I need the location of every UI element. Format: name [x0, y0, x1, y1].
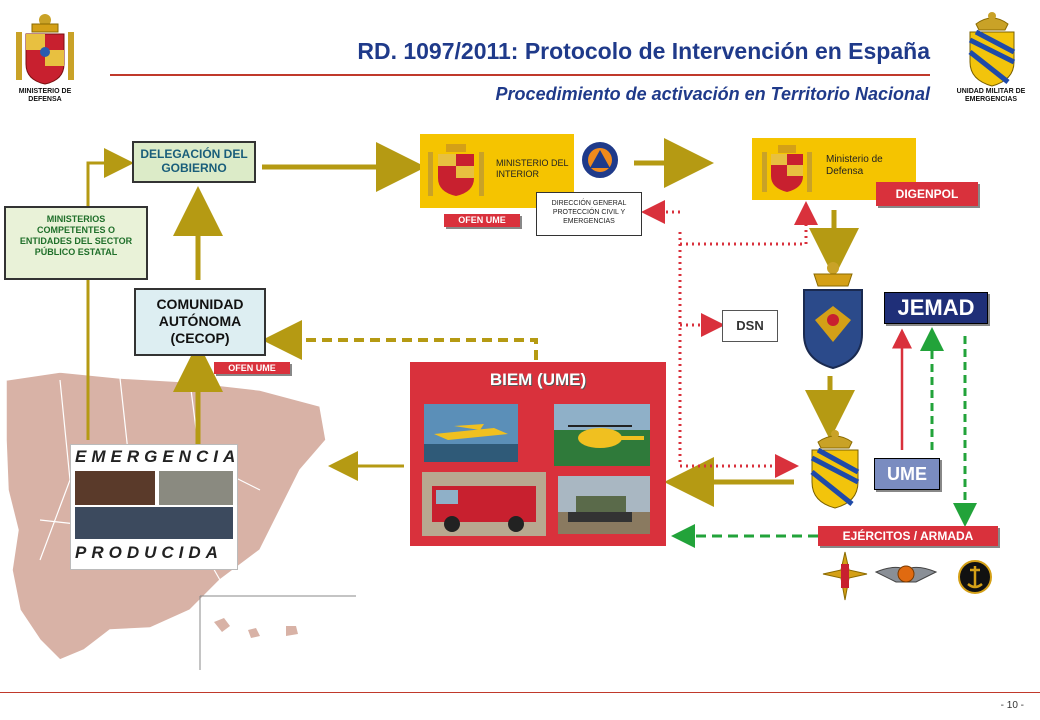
- footer-divider: [0, 692, 1040, 693]
- page-number: - 10 -: [1000, 700, 1024, 711]
- escudo-espana-icon: [428, 144, 484, 196]
- page-subtitle: Procedimiento de activación en Territori…: [495, 84, 930, 104]
- helicoptero-photo: [554, 404, 650, 466]
- ejercito-aire-icon: [874, 565, 938, 583]
- emad-emblem-icon: [803, 262, 863, 370]
- delegacion-gobierno-box: DELEGACIÓN DEL GOBIERNO: [132, 141, 256, 183]
- interior-logo-text: MINISTERIO DEL INTERIOR: [496, 158, 569, 179]
- ministerio-defensa-logo: [16, 14, 74, 85]
- armada-icon: [958, 560, 992, 594]
- jemad-label: JEMAD: [884, 292, 988, 324]
- producida-text: PRODUCIDA: [75, 543, 223, 562]
- ministerios-competentes-box: MINISTERIOS COMPETENTES O ENTIDADES DEL …: [4, 206, 148, 280]
- emergencia-photo-rescue: [75, 507, 233, 539]
- emergencia-producida-panel: EMERGENCIA PRODUCIDA: [70, 444, 238, 570]
- page-title: RD. 1097/2011: Protocolo de Intervención…: [357, 38, 930, 64]
- hidroavion-photo: [424, 404, 518, 462]
- ume-caption: UNIDAD MILITAR DE EMERGENCIAS: [956, 88, 1026, 103]
- emergencia-photo-flood: [159, 471, 233, 505]
- ume-shield-logo: [968, 12, 1016, 87]
- ume-label: UME: [874, 458, 940, 490]
- dsn-box: DSN: [722, 310, 778, 342]
- excavadora-photo: [558, 476, 650, 534]
- escudo-espana-icon: [762, 145, 812, 192]
- ministerio-defensa-banner: Ministerio de Defensa: [752, 138, 916, 200]
- biem-title: BIEM (UME): [489, 370, 587, 389]
- dg-proteccion-civil-box: DIRECCIÓN GENERAL PROTECCIÓN CIVIL Y EME…: [536, 192, 642, 236]
- emergencia-text: EMERGENCIA: [75, 447, 241, 466]
- defensa-logo-text: Ministerio de Defensa: [826, 154, 883, 177]
- digenpol-label: DIGENPOL: [876, 182, 978, 206]
- ejercitos-armada-label: EJÉRCITOS / ARMADA: [818, 526, 998, 546]
- ofen-ume-interior-label: OFEN UME: [444, 214, 520, 227]
- ejercito-tierra-icon: [822, 551, 868, 601]
- camion-bomberos-photo: [422, 472, 546, 536]
- ofen-ume-comunidad-label: OFEN UME: [214, 362, 290, 374]
- ume-shield-icon: [810, 430, 860, 509]
- proteccion-civil-icon: [580, 140, 620, 180]
- biem-ume-panel: BIEM (UME): [410, 362, 666, 546]
- ministerio-defensa-caption: MINISTERIO DE DEFENSA: [18, 88, 72, 103]
- comunidad-autonoma-box: COMUNIDAD AUTÓNOMA (CECOP): [134, 288, 266, 356]
- emergencia-photo-fire: [75, 471, 155, 505]
- header-divider: [110, 74, 930, 76]
